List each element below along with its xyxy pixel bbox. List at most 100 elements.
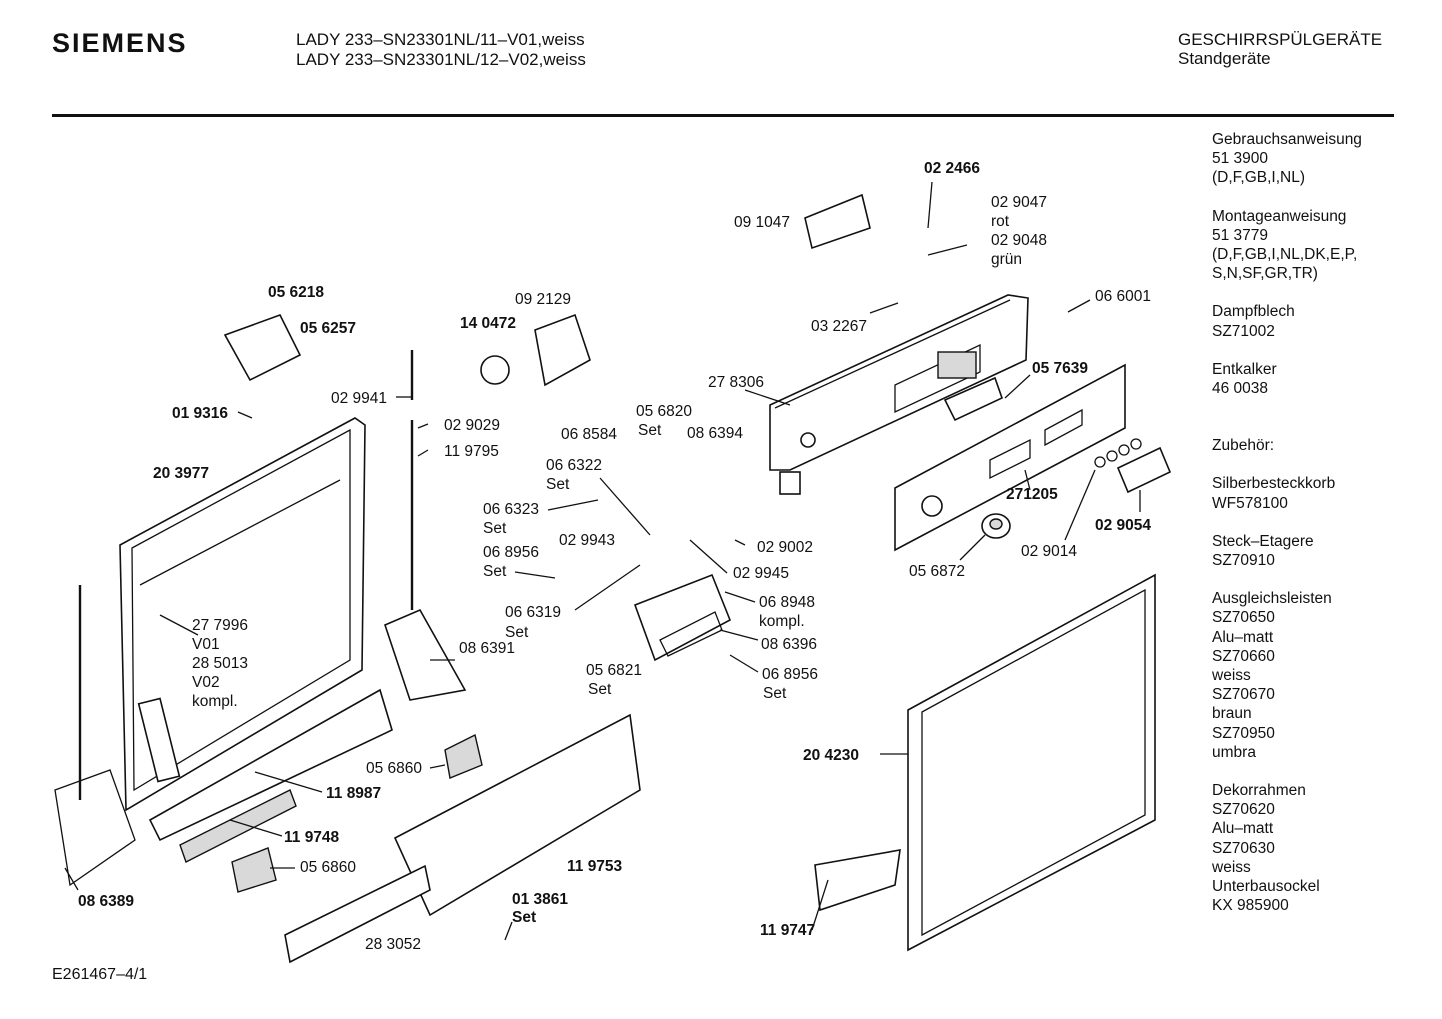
- sidebar-group: Silberbesteckkorb WF578100: [1212, 474, 1362, 512]
- label-kompl1: kompl.: [759, 613, 805, 630]
- sidebar-group: Ausgleichsleisten SZ70650 Alu–matt SZ706…: [1212, 589, 1362, 762]
- label-kompl2: kompl.: [192, 693, 238, 710]
- bracket-part: [384, 608, 467, 701]
- label-118987: 11 8987: [326, 785, 381, 802]
- label-029048: 02 9048: [991, 232, 1047, 249]
- label-066323: 06 6323: [483, 501, 539, 518]
- label-v02: V02: [192, 674, 220, 691]
- label-056872: 05 6872: [909, 563, 965, 580]
- sidebar-line: Zubehör:: [1212, 437, 1275, 455]
- kickplate-part: [284, 713, 641, 964]
- label-019316: 01 9316: [172, 405, 228, 422]
- sidebar-group: Dekorrahmen SZ70620 Alu–matt SZ70630 wei…: [1212, 781, 1362, 915]
- label-v01: V01: [192, 636, 220, 653]
- sidebar-line: Unterbausockel: [1212, 878, 1320, 896]
- sidebar-line: umbra: [1212, 743, 1256, 761]
- label-086394: 08 6394: [687, 425, 743, 442]
- label-119795: 11 9795: [444, 443, 499, 460]
- label-092129: 09 2129: [515, 291, 571, 308]
- label-set2: Set: [546, 476, 570, 493]
- sidebar-line: Dampfblech: [1212, 303, 1295, 321]
- label-056218: 05 6218: [268, 284, 324, 301]
- sidebar-line: WF578100: [1212, 494, 1288, 512]
- label-029029: 02 9029: [444, 417, 500, 434]
- label-032267: 03 2267: [811, 318, 867, 335]
- model-line-2: LADY 233–SN23301NL/12–V02,weiss: [296, 50, 586, 69]
- sidebar-line: SZ71002: [1212, 322, 1275, 340]
- label-056860a: 05 6860: [366, 760, 422, 777]
- category-title: GESCHIRRSPÜLGERÄTE: [1178, 30, 1383, 49]
- sidebar-line: (D,F,GB,I,NL,DK,E,P,: [1212, 246, 1358, 264]
- label-204230: 20 4230: [803, 747, 859, 764]
- label-119747: 11 9747: [760, 922, 815, 939]
- sidebar-line: Gebrauchsanweisung: [1212, 131, 1362, 148]
- sidebar-line: (D,F,GB,I,NL): [1212, 169, 1306, 187]
- sidebar-line: Ausgleichsleisten: [1212, 590, 1332, 608]
- sidebar-line: Alu–matt: [1212, 820, 1274, 838]
- label-086396: 08 6396: [761, 636, 817, 653]
- sidebar-line: weiss: [1212, 667, 1251, 685]
- label-029941: 02 9941: [331, 390, 387, 407]
- label-029002: 02 9002: [757, 539, 813, 556]
- sidebar-group: Montageanweisung 51 3779 (D,F,GB,I,NL,DK…: [1212, 207, 1362, 284]
- label-set1: Set: [638, 422, 662, 439]
- label-119748: 11 9748: [284, 829, 340, 846]
- label-271205: 271205: [1006, 486, 1058, 503]
- label-068948: 06 8948: [759, 594, 815, 611]
- label-283052: 28 3052: [365, 936, 421, 953]
- header-divider: [52, 114, 1394, 117]
- label-029943: 02 9943: [559, 532, 615, 549]
- category-subtitle: Standgeräte: [1178, 49, 1271, 68]
- sidebar-line: SZ70630: [1212, 839, 1275, 857]
- label-set4: Set: [483, 563, 507, 580]
- sidebar-line: KX 985900: [1212, 897, 1289, 915]
- crossbar-part: [148, 688, 393, 863]
- label-057639: 05 7639: [1032, 360, 1088, 377]
- sidebar-line: 51 3900: [1212, 150, 1269, 168]
- sidebar-line: braun: [1212, 705, 1252, 723]
- sidebar-line: Steck–Etagere: [1212, 532, 1314, 550]
- label-rot: rot: [991, 213, 1010, 230]
- sidebar-group: Steck–Etagere SZ70910: [1212, 532, 1362, 570]
- label-066322: 06 6322: [546, 457, 602, 474]
- label-set6: Set: [588, 681, 612, 698]
- label-086389: 08 6389: [78, 893, 134, 910]
- sidebar-line: weiss: [1212, 858, 1251, 876]
- label-119753: 11 9753: [567, 858, 623, 875]
- sidebar-group: Gebrauchsanweisung 51 3900 (D,F,GB,I,NL): [1212, 130, 1362, 188]
- leader-lines: [64, 181, 1141, 941]
- label-056257: 05 6257: [300, 320, 356, 337]
- product-category: GESCHIRRSPÜLGERÄTE Standgeräte: [1178, 30, 1382, 68]
- label-278306: 27 8306: [708, 374, 764, 391]
- outer-door-panel-part: [907, 573, 1156, 952]
- label-022466: 02 2466: [924, 160, 980, 177]
- switch-part: [804, 193, 871, 250]
- label-013861: 01 3861: [512, 891, 568, 908]
- label-056860b: 05 6860: [300, 859, 356, 876]
- sidebar-line: SZ70660: [1212, 647, 1275, 665]
- sidebar-line: SZ70650: [1212, 609, 1275, 627]
- label-029014: 02 9014: [1021, 543, 1077, 560]
- sidebar-line: SZ70670: [1212, 686, 1275, 704]
- label-029945: 02 9945: [733, 565, 789, 582]
- label-066001: 06 6001: [1095, 288, 1151, 305]
- part-labels: 02 2466 09 1047 02 9047 rot 02 9048 grün…: [78, 160, 1151, 953]
- sidebar-line: 51 3779: [1212, 226, 1269, 244]
- label-277996: 27 7996: [192, 617, 248, 634]
- control-panel-part: [769, 294, 1029, 495]
- sidebar-line: S,N,SF,GR,TR): [1212, 265, 1318, 283]
- sidebar-line: Silberbesteckkorb: [1212, 475, 1336, 493]
- sidebar-line: 46 0038: [1212, 380, 1269, 398]
- sidebar-group: Zubehör:: [1212, 436, 1362, 455]
- spacer-block-part: [231, 733, 483, 893]
- model-designation: LADY 233–SN23301NL/11–V01,weiss LADY 233…: [296, 30, 586, 70]
- label-set8: Set: [512, 909, 536, 926]
- label-056820: 05 6820: [636, 403, 692, 420]
- accessories-list: Gebrauchsanweisung 51 3900 (D,F,GB,I,NL)…: [1212, 130, 1362, 935]
- sidebar-line: SZ70950: [1212, 724, 1275, 742]
- label-gruen: grün: [991, 251, 1022, 268]
- label-068956b: 06 8956: [762, 666, 818, 683]
- document-code: E261467–4/1: [52, 966, 148, 983]
- inner-door-part: [119, 417, 366, 812]
- label-068956a: 06 8956: [483, 544, 539, 561]
